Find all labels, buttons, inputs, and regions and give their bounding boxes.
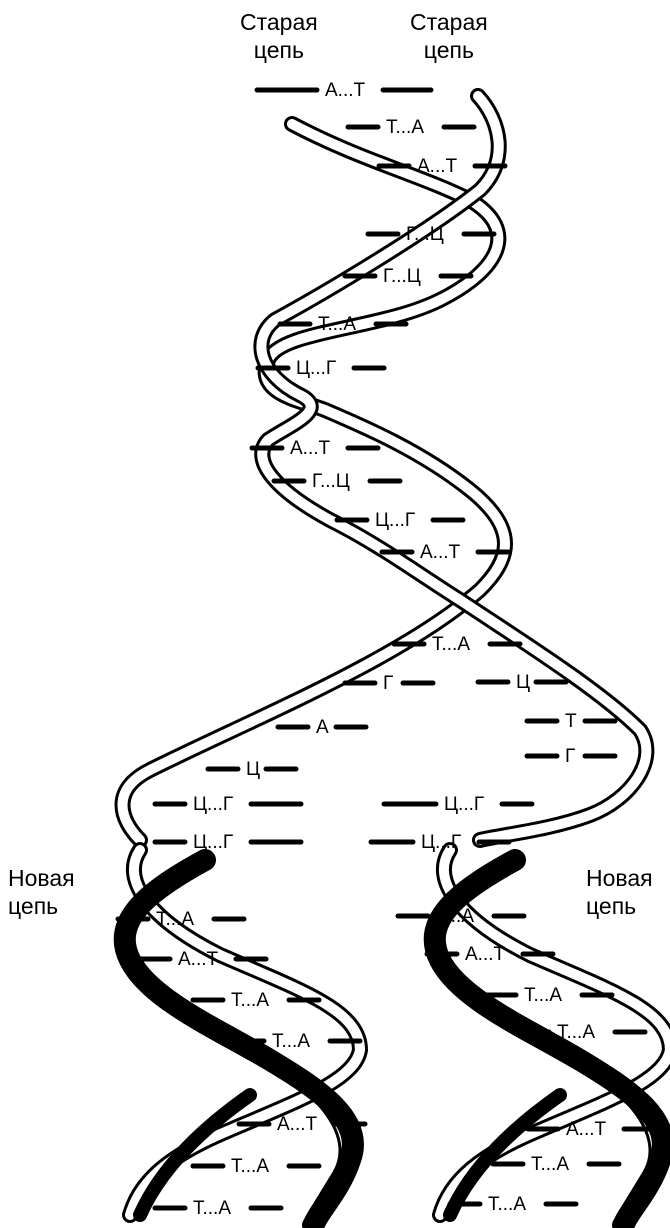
base-pair-parent-7: А...Т (290, 438, 331, 459)
base-pair-fork-right-0: Ц (516, 672, 530, 693)
base-pair-parent-11: Т...А (432, 634, 470, 655)
base-pair-daughter-right-5: Т...А (531, 1154, 569, 1175)
base-pair-fork-pair-left-1: Ц...Г (193, 832, 233, 853)
base-pair-parent-4: Г...Ц (383, 266, 421, 287)
base-pair-parent-1: Т...А (386, 117, 424, 138)
base-pair-parent-8: Г...Ц (312, 471, 350, 492)
base-pair-parent-0: А...Т (325, 80, 366, 101)
base-pair-parent-10: А...Т (420, 542, 461, 563)
new-strand-label-right-line1: Новая (586, 865, 653, 891)
daughter-new-strand-left (113, 849, 364, 1228)
base-pair-daughter-left-5: Т...А (231, 1156, 269, 1177)
pair-marks-layer (115, 87, 657, 1211)
new-strand-label-right: Новая цепь (586, 864, 653, 920)
new-strand-label-right-line2: цепь (586, 893, 637, 919)
base-pair-daughter-right-2: Т...А (524, 985, 562, 1006)
new-strand-label-left-line1: Новая (8, 865, 75, 891)
base-pair-fork-pair-right-0: Ц...Г (444, 794, 484, 815)
old-strand-label-left-line2: цепь (253, 37, 304, 63)
base-pair-parent-2: А...Т (417, 156, 458, 177)
base-pair-fork-left-0: Г (383, 673, 393, 694)
base-pair-parent-6: Ц...Г (296, 358, 336, 379)
base-pair-daughter-left-3: Т...А (272, 1031, 310, 1052)
daughter-new-strand-lower-right (443, 1088, 567, 1222)
base-pairs-layer: А...ТТ...АА...ТГ...ЦГ...ЦТ...АЦ...ГА...Т… (156, 80, 607, 1219)
base-pair-daughter-left-6: Т...А (193, 1198, 231, 1219)
base-pair-fork-right-2: Г (565, 746, 575, 767)
old-strand-label-right-line1: Старая (410, 9, 488, 35)
base-pair-daughter-right-0: Т...А (436, 906, 474, 927)
base-pair-fork-right-1: Т (565, 711, 577, 732)
new-strand-label-left: Новая цепь (8, 864, 75, 920)
base-pair-daughter-left-1: А...Т (178, 949, 219, 970)
old-strand-a-inner (117, 119, 510, 845)
base-pair-parent-5: Т...А (318, 314, 356, 335)
base-pair-parent-3: Г...Ц (406, 224, 444, 245)
base-pair-daughter-right-4: А...Т (566, 1119, 607, 1140)
base-pair-fork-pair-right-1: Ц...Г (421, 832, 461, 853)
new-strand-label-left-line2: цепь (8, 893, 59, 919)
daughter-new-strand-lower-left (133, 1088, 257, 1222)
base-pair-daughter-left-0: Т...А (156, 909, 194, 930)
base-pair-daughter-left-4: А...Т (277, 1114, 318, 1135)
base-pair-parent-9: Ц...Г (375, 510, 415, 531)
old-strand-label-left: Старая цепь (240, 8, 318, 64)
old-strand-label-right: Старая цепь (410, 8, 488, 64)
base-pair-daughter-right-1: А...Т (465, 944, 506, 965)
base-pair-fork-left-2: Ц (246, 759, 260, 780)
old-strand-label-left-line1: Старая (240, 9, 318, 35)
base-pair-fork-pair-left-0: Ц...Г (193, 794, 233, 815)
base-pair-daughter-right-3: Т...А (557, 1022, 595, 1043)
daughter-new-strand-right (423, 849, 670, 1228)
old-strand-label-right-line2: цепь (423, 37, 474, 63)
base-pair-fork-left-1: А (316, 717, 329, 738)
base-pair-daughter-right-6: Т...А (488, 1194, 526, 1215)
base-pair-daughter-left-2: Т...А (231, 990, 269, 1011)
